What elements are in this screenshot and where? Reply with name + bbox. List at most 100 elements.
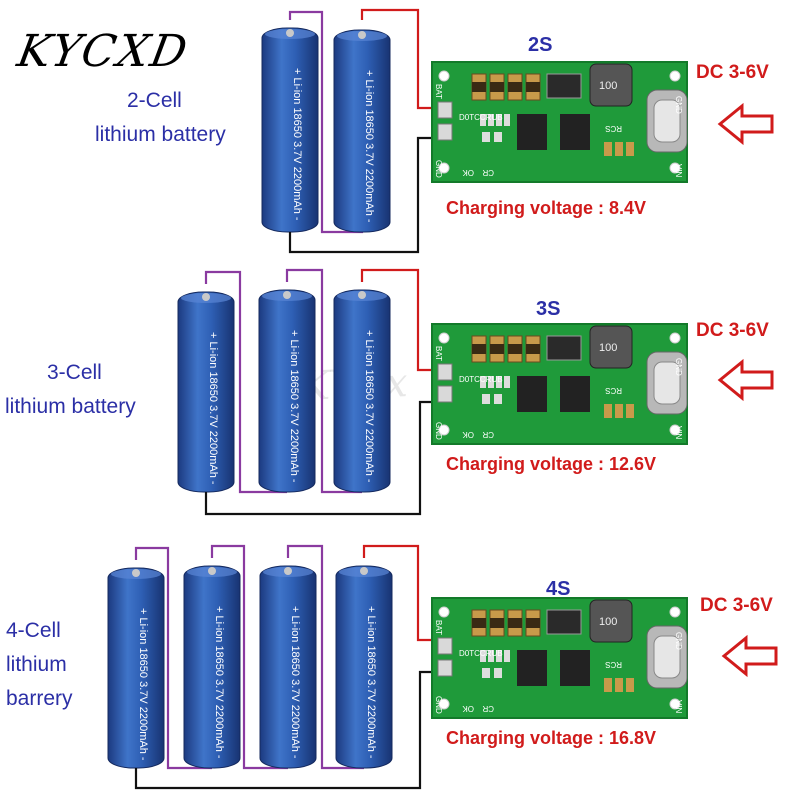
series-link-wire: [204, 270, 287, 494]
gnd-in-silk: GND: [674, 632, 683, 650]
gnd-in-silk: GND: [674, 96, 683, 114]
input-arrow-4s: [721, 634, 778, 678]
battery-3s-3: + Li-ion 18650 3.7V 2200mAh -: [333, 289, 391, 493]
positive-wire: [360, 8, 444, 110]
mount-hole: [438, 606, 450, 618]
diode: [546, 73, 582, 99]
positive-terminal: [358, 291, 366, 299]
series-link-wire: [210, 544, 288, 770]
battery-body: [259, 565, 317, 769]
bat-pad: [437, 101, 453, 119]
section-4s-label-line2: lithium: [6, 653, 67, 676]
led: [482, 668, 490, 678]
battery-label: + Li-ion 18650 3.7V 2200mAh -: [137, 608, 149, 761]
battery-label: + Li-ion 18650 3.7V 2200mAh -: [289, 606, 301, 759]
bat-silk: BAT: [434, 346, 443, 361]
ic-chip: [560, 650, 590, 686]
section-2s-label-line1: 2-Cell: [127, 89, 182, 112]
battery-2s-2: + Li-ion 18650 3.7V 2200mAh -: [333, 29, 391, 233]
diode: [546, 335, 582, 361]
ok-silk: OK: [462, 430, 474, 439]
section-2s-charging-voltage: Charging voltage : 8.4V: [446, 198, 647, 218]
positive-wire: [362, 544, 444, 642]
ic-chip: [517, 376, 547, 412]
section-4s-label-line1: 4-Cell: [6, 619, 61, 642]
gnd-pad: [437, 123, 453, 141]
positive-terminal: [202, 293, 210, 301]
vin-silk: VIN: [674, 700, 683, 714]
led: [482, 132, 490, 142]
mount-hole: [669, 606, 681, 618]
section-2s-tag: 2S: [528, 34, 553, 56]
mount-hole: [669, 424, 681, 436]
mount-hole: [438, 424, 450, 436]
section-3s-label-line2: lithium battery: [5, 395, 136, 418]
battery-body: [261, 27, 319, 233]
battery-body: [333, 289, 391, 493]
bat-silk: BAT: [434, 620, 443, 635]
negative-wire: [288, 136, 444, 254]
cr-silk: CR: [482, 168, 494, 177]
battery-body: [177, 291, 235, 493]
positive-terminal: [283, 291, 291, 299]
cr-silk: CR: [482, 704, 494, 713]
mount-hole: [669, 698, 681, 710]
mount-hole: [669, 332, 681, 344]
inductor: [589, 63, 633, 107]
battery-4s-4: + Li-ion 18650 3.7V 2200mAh -: [335, 565, 393, 769]
section-3s-input: DC 3-6V: [696, 320, 769, 341]
positive-terminal: [208, 567, 216, 575]
mount-hole: [438, 332, 450, 344]
battery-label: + Li-ion 18650 3.7V 2200mAh -: [288, 330, 300, 483]
positive-wire: [360, 268, 444, 372]
silk-code: D0TCCRUB: [459, 113, 503, 122]
battery-label: + Li-ion 18650 3.7V 2200mAh -: [365, 606, 377, 759]
battery-3s-2: + Li-ion 18650 3.7V 2200mAh -: [258, 289, 316, 493]
diode: [546, 609, 582, 635]
bat-pad: [437, 637, 453, 655]
gnd-pad: [437, 659, 453, 677]
battery-body: [333, 29, 391, 233]
battery-label: + Li-ion 18650 3.7V 2200mAh -: [363, 70, 375, 223]
rcs-silk: RCS: [605, 124, 622, 133]
negative-wire: [134, 670, 444, 790]
section-4s-charging-voltage: Charging voltage : 16.8V: [446, 728, 657, 748]
battery-4s-1: + Li-ion 18650 3.7V 2200mAh -: [107, 567, 165, 769]
gnd-pad: [437, 385, 453, 403]
led: [494, 132, 502, 142]
section-4s-input: DC 3-6V: [700, 595, 773, 616]
section-4s-tag: 4S: [546, 578, 571, 600]
battery-4s-3: + Li-ion 18650 3.7V 2200mAh -: [259, 565, 317, 769]
ic-chip: [517, 650, 547, 686]
positive-terminal: [360, 567, 368, 575]
section-2s-label-line2: lithium battery: [95, 123, 226, 146]
ok-silk: OK: [462, 704, 474, 713]
battery-label: + Li-ion 18650 3.7V 2200mAh -: [363, 330, 375, 483]
silk-code: D0TCCRUB: [459, 375, 503, 384]
battery-body: [107, 567, 165, 769]
led: [494, 668, 502, 678]
mount-hole: [438, 698, 450, 710]
battery-body: [258, 289, 316, 493]
input-arrow-3s: [717, 358, 774, 402]
battery-2s-1: + Li-ion 18650 3.7V 2200mAh -: [261, 27, 319, 233]
battery-body: [335, 565, 393, 769]
led: [494, 394, 502, 404]
section-4s-label-line3: barrery: [6, 687, 73, 710]
battery-3s-1: + Li-ion 18650 3.7V 2200mAh -: [177, 291, 235, 493]
silk-code: D0TCCRUB: [459, 649, 503, 658]
positive-terminal: [132, 569, 140, 577]
cr-silk: CR: [482, 430, 494, 439]
ic-chip: [560, 376, 590, 412]
vin-silk: VIN: [674, 426, 683, 440]
gnd-silk: GND: [434, 696, 443, 714]
inductor-label: 100: [599, 80, 617, 92]
gnd-silk: GND: [434, 160, 443, 178]
ok-silk: OK: [462, 168, 474, 177]
section-3s-tag: 3S: [536, 298, 561, 320]
battery-4s-2: + Li-ion 18650 3.7V 2200mAh -: [183, 565, 241, 769]
